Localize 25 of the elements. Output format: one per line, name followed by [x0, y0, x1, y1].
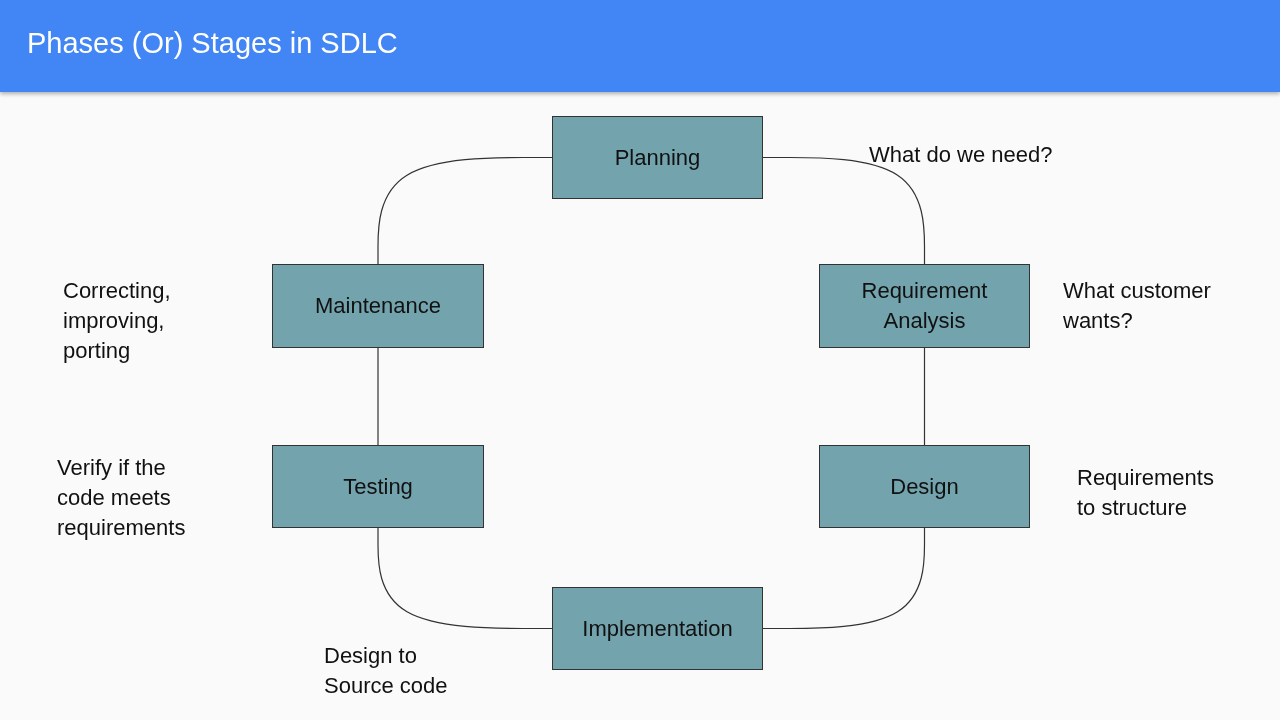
note-text: Correcting, improving, porting: [63, 277, 172, 365]
phase-label: Maintenance: [315, 292, 441, 320]
phase-note: Requirements to structure: [1077, 464, 1215, 522]
connector-line: [377, 527, 553, 630]
phase-box: [272, 264, 484, 348]
phase-label: Planning: [614, 143, 701, 172]
note-text: Design to Source code: [324, 642, 449, 700]
phase-box: [272, 445, 484, 528]
phase-note: What customer wants?: [1063, 277, 1212, 335]
connector-line: [377, 156, 553, 265]
phase-label: Implementation: [582, 614, 733, 643]
phase-box: [819, 445, 1030, 528]
phase-label: Testing: [343, 472, 413, 501]
phase-box: [552, 587, 763, 670]
phase-box: [552, 116, 763, 199]
phase-label: Design: [890, 472, 959, 501]
connector-line: [762, 156, 926, 265]
note-text: What do we need?: [869, 141, 1054, 169]
connector-line: [923, 347, 926, 446]
connector-line: [762, 527, 926, 630]
phase-label: Requirement Analysis: [860, 277, 989, 335]
phase-note: Verify if the code meets requirements: [57, 454, 187, 542]
slide-title: Phases (Or) Stages in SDLC: [27, 27, 398, 60]
connector-line: [377, 347, 379, 446]
phase-box: [819, 264, 1030, 348]
